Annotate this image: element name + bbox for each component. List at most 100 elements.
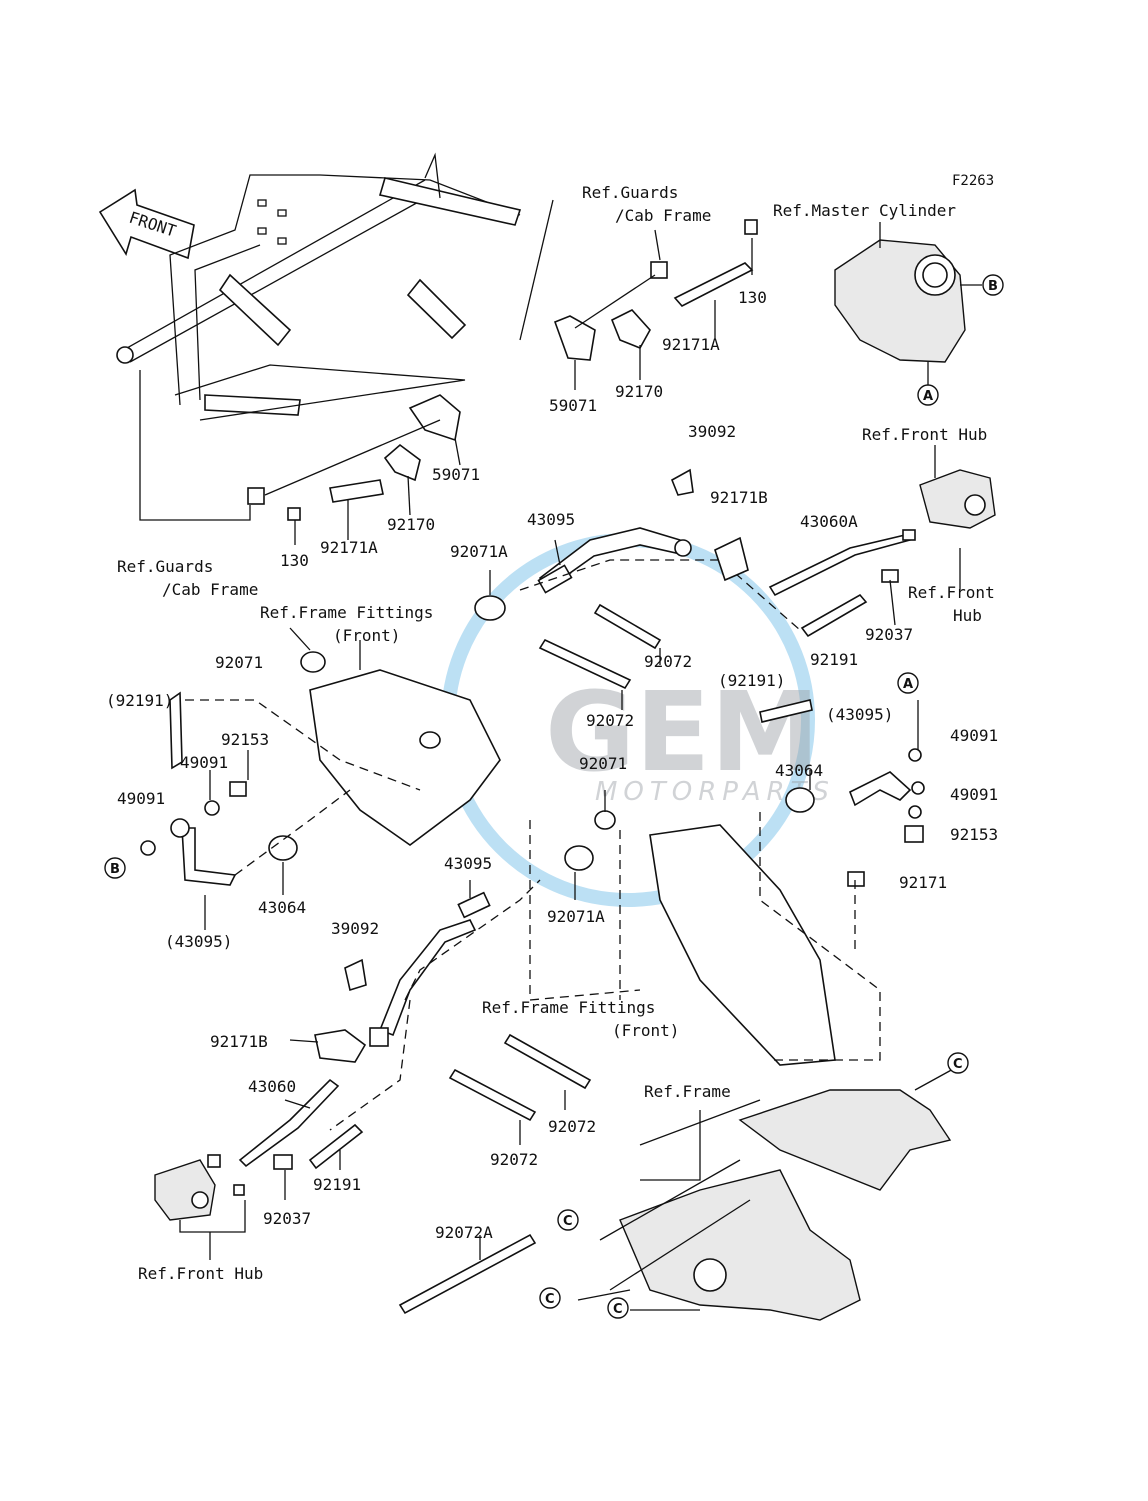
part-43060: 43060	[248, 1077, 296, 1096]
ref-guards-top-line2: /Cab Frame	[615, 206, 711, 225]
fitting-top-icon	[902, 529, 916, 541]
front-hub-bottom-illustration	[154, 1154, 246, 1260]
bolt-mid-icon	[247, 487, 265, 505]
bolt-top-icon	[650, 261, 668, 279]
tie-92072-d-icon	[448, 1068, 537, 1122]
lower-ties	[398, 1033, 592, 1315]
svg-text:C: C	[613, 1302, 623, 1317]
left-frame-fitting	[289, 627, 501, 846]
callout-a-right: A	[897, 672, 919, 694]
part-59071-top: 59071	[549, 396, 597, 415]
bracket-59071-mid-icon	[408, 394, 461, 442]
ref-frame-fittings-mid-line1: Ref.Frame Fittings	[482, 998, 655, 1017]
hose-43060-icon	[238, 1078, 340, 1168]
callout-c-frame-left: C	[539, 1287, 561, 1309]
ref-front-hub-top: Ref.Front Hub	[862, 425, 987, 444]
right-frame-fitting	[529, 699, 925, 1066]
callout-b-top: B	[982, 274, 1004, 296]
part-130-mid: 130	[280, 551, 309, 570]
washer-49091-left2-icon	[204, 800, 220, 816]
part-92171b-left: 92171B	[210, 1032, 268, 1051]
tie-92072-c-icon	[503, 1033, 592, 1090]
ref-guards-top-line1: Ref.Guards	[582, 183, 678, 202]
master-cylinder-illustration	[834, 222, 982, 388]
part-92171a-mid: 92171A	[320, 538, 378, 557]
part-43064-left: 43064	[258, 898, 306, 917]
svg-text:C: C	[953, 1057, 963, 1072]
clamp-92171b-left-icon	[314, 1029, 367, 1063]
pipe-92191-mid-icon	[759, 699, 813, 723]
part-92153-right: 92153	[950, 825, 998, 844]
part-49091-l1: 49091	[180, 753, 228, 772]
part-49091-r1: 49091	[950, 726, 998, 745]
part-92191-paren-mid: (92191)	[718, 671, 785, 690]
ref-frame-fittings-top-line1: Ref.Frame Fittings	[260, 603, 433, 622]
part-43095-paren-left: (43095)	[165, 932, 232, 951]
svg-text:A: A	[923, 389, 933, 404]
top-clamp-group	[553, 219, 758, 390]
part-92072-c: 92072	[548, 1117, 596, 1136]
part-92153-left: 92153	[221, 730, 269, 749]
front-hub-top-illustration	[768, 445, 996, 638]
part-92170-mid: 92170	[387, 515, 435, 534]
clip-39092-left-icon	[344, 958, 367, 992]
part-39092-top: 39092	[688, 422, 736, 441]
svg-text:C: C	[563, 1214, 573, 1229]
part-92171a-top: 92171A	[662, 335, 720, 354]
bracket-59071-top-icon	[553, 315, 596, 361]
washer-49091-r1-icon	[908, 748, 922, 762]
grommet-43064-left-icon	[268, 835, 298, 861]
pipe-92191-right-icon	[800, 593, 868, 638]
part-92072-b: 92072	[586, 711, 634, 730]
ref-guards-left-line2: /Cab Frame	[162, 580, 258, 599]
pipe-92191-left-icon	[169, 691, 183, 770]
washer-49091-left-icon	[140, 840, 156, 856]
part-43060a: 43060A	[800, 512, 858, 531]
part-92191-bottom: 92191	[313, 1175, 361, 1194]
hose-43060a-icon	[768, 534, 912, 597]
part-43095-top: 43095	[527, 510, 575, 529]
part-92171-right: 92171	[899, 873, 947, 892]
ref-guards-left-line1: Ref.Guards	[117, 557, 213, 576]
part-92071a-mid: 92071A	[547, 907, 605, 926]
bolt-92153-right-icon	[904, 825, 924, 843]
part-92072a: 92072A	[435, 1223, 493, 1242]
part-49091-r2: 49091	[950, 785, 998, 804]
front-arrow-icon: FRONT	[98, 188, 195, 260]
part-59071-mid: 59071	[432, 465, 480, 484]
part-92071a-top: 92071A	[450, 542, 508, 561]
upper-brake-line	[474, 468, 801, 710]
frame-illustration	[577, 1067, 956, 1321]
part-39092-left: 39092	[331, 919, 379, 938]
grommet-92071-left-icon	[300, 651, 326, 673]
ref-frame: Ref.Frame	[644, 1082, 731, 1101]
part-49091-l2: 49091	[117, 789, 165, 808]
callout-c-tie: C	[557, 1209, 579, 1231]
washer-49091-r2-icon	[908, 805, 922, 819]
grommet-43064-right-icon	[785, 787, 815, 813]
callout-a-top: A	[917, 384, 939, 406]
callout-c-frame-bottom: C	[607, 1297, 629, 1319]
clamp-92170-mid-icon	[383, 443, 421, 482]
bolt-92153-left-icon	[229, 781, 247, 797]
pipe-92191-bottom-icon	[308, 1123, 364, 1170]
mid-clamp-group	[247, 394, 461, 545]
lower-brake-line	[238, 879, 541, 1200]
part-92071-mid: 92071	[579, 754, 627, 773]
part-43095-mid: 43095	[444, 854, 492, 873]
part-92072-a: 92072	[644, 652, 692, 671]
clamp-92171b-top-icon	[714, 536, 749, 582]
callout-c-frame-right: C	[947, 1052, 969, 1074]
svg-text:B: B	[988, 279, 998, 294]
part-92037-bottom: 92037	[263, 1209, 311, 1228]
left-brake-line	[140, 691, 421, 930]
tie-92072a-icon	[398, 1233, 537, 1315]
svg-text:C: C	[545, 1292, 555, 1307]
part-130-top: 130	[738, 288, 767, 307]
part-92071-left: 92071	[215, 653, 263, 672]
part-43064-right: 43064	[775, 761, 823, 780]
ref-front-hub-right-line2: Hub	[953, 606, 982, 625]
part-92037-right: 92037	[865, 625, 913, 644]
tie-92072-b-icon	[538, 638, 632, 690]
